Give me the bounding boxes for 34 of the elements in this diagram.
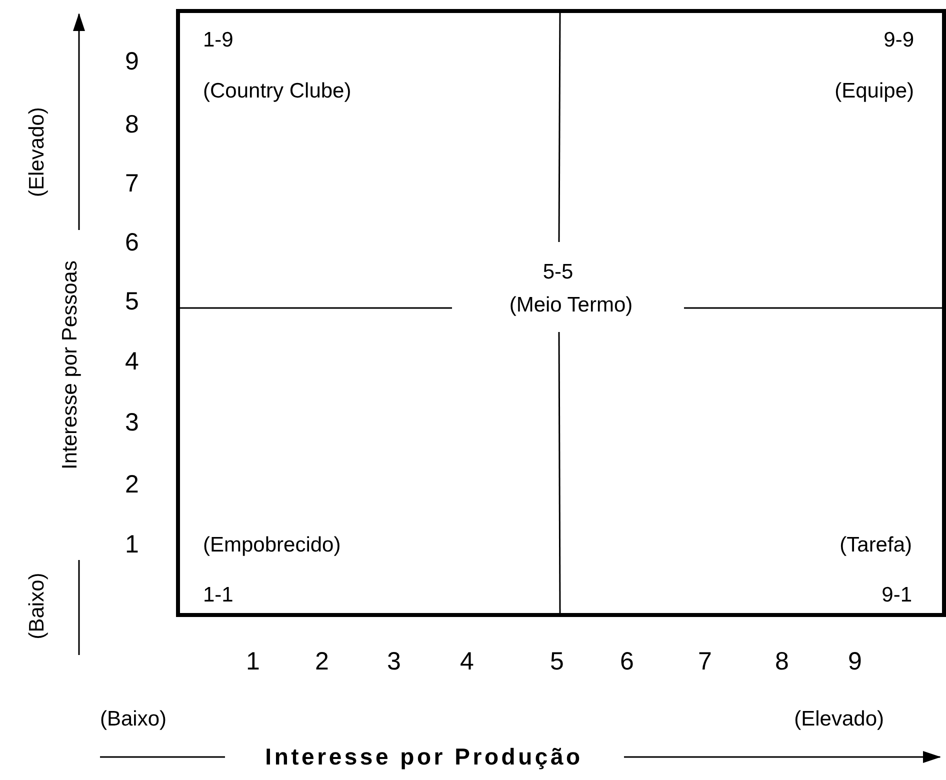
axis-tick-label: 3 (387, 650, 401, 674)
axis-tick-label: 7 (125, 172, 139, 196)
axis-tick-label: 4 (460, 650, 474, 674)
quadrant-label: (Equipe) (834, 80, 914, 102)
axis-tick-label: 2 (315, 650, 329, 674)
axis-tick-label: 5 (125, 290, 139, 314)
axis-tick-label: 2 (125, 472, 139, 498)
quadrant-label: (Tarefa) (840, 534, 912, 556)
axis-tick-label: 4 (125, 350, 139, 374)
axis-tick-label: 1 (246, 650, 260, 674)
axis-tick-label: 8 (125, 112, 139, 138)
axis-tick-label: 1 (125, 532, 139, 558)
axis-tick-label: 7 (698, 650, 712, 674)
quadrant-label: 9-1 (882, 584, 912, 606)
quadrant-label: 9-9 (884, 30, 914, 50)
axis-end-label: (Baixo) (100, 708, 167, 730)
quadrant-label: 5-5 (542, 262, 574, 282)
axis-tick-label: 3 (125, 410, 139, 436)
axis-end-label: (Elevado) (794, 708, 884, 730)
axis-tick-label: 9 (848, 650, 862, 674)
quadrant-label: (Country Clube) (203, 80, 352, 102)
quadrant-label: 1-1 (203, 584, 234, 606)
axis-tick-label: 6 (125, 230, 139, 256)
quadrant-label: (Empobrecido) (203, 534, 341, 556)
axis-tick-label: 8 (775, 650, 789, 674)
quadrant-label: (Meio Termo) (509, 294, 633, 316)
axis-title: Interesse por Pessoas (60, 260, 80, 470)
axis-title: Interesse por Produção (265, 746, 583, 768)
axis-end-label: (Elevado) (26, 107, 48, 197)
axis-tick-label: 9 (125, 50, 139, 74)
quadrant-label: 1-9 (203, 30, 234, 50)
axis-tick-label: 6 (620, 650, 634, 674)
axis-tick-label: 5 (550, 650, 564, 674)
axis-end-label: (Baixo) (26, 572, 48, 640)
